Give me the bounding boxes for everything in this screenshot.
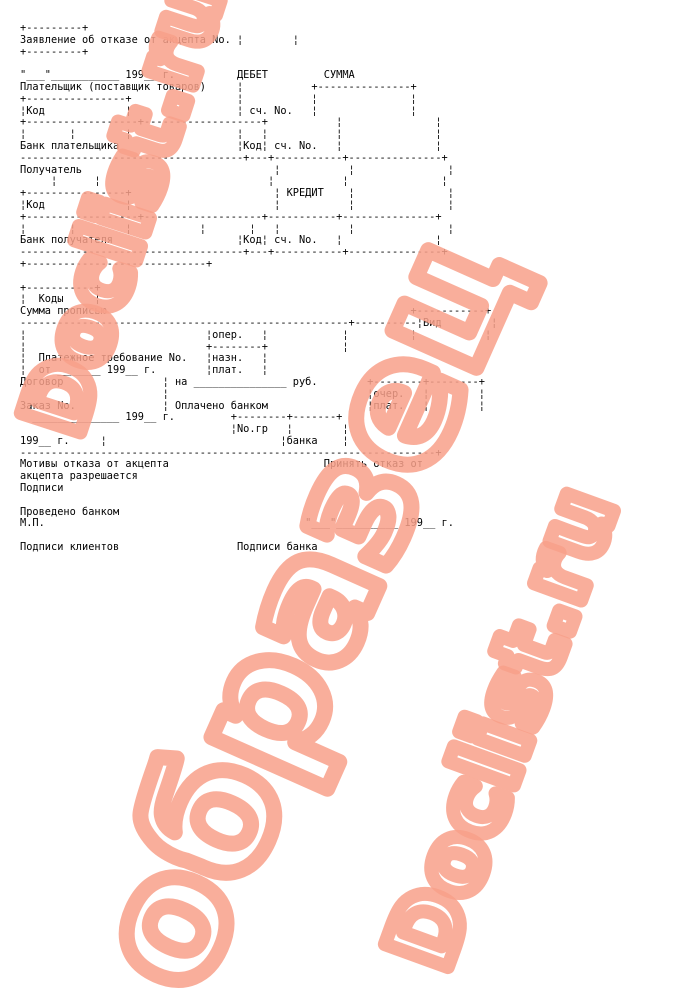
form-line: Заявление об отказе от акцепта No. ¦ ¦ xyxy=(20,33,299,46)
form-line: Мотивы отказа от акцепта Принять отказ о… xyxy=(20,458,423,471)
form-line: Сумма прописью +-----------+ xyxy=(20,305,492,318)
form-line: Получатель ¦ ¦ ¦ xyxy=(20,163,454,176)
form-line: Договор ¦ на _______________ руб. +-----… xyxy=(20,375,485,388)
form-line: +----------------+ ¦ ¦ ¦ xyxy=(20,92,417,105)
form-line: 199__ г. ¦ ¦банка ¦ xyxy=(20,434,349,447)
form-line: Плательщик (поставщик товаров) ¦ +------… xyxy=(20,80,417,93)
form-line: +-----------+ xyxy=(20,281,101,294)
form-line: Подписи xyxy=(20,482,64,495)
form-line: ----------------------------------------… xyxy=(20,316,498,329)
form-line: Банк получателя ¦Код¦ сч. No. ¦ ¦ xyxy=(20,234,442,247)
form-line: +---------+ xyxy=(20,22,89,34)
form-line: ¦ +--------+ ¦ xyxy=(20,340,349,353)
form-line: ¦ Платежное требование No. ¦назн. ¦ xyxy=(20,352,268,365)
form-line: Проведено банком xyxy=(20,505,120,518)
form-line: +---------+ xyxy=(20,45,89,58)
form-line: ----------------------------------------… xyxy=(20,446,442,459)
form-line: ¦ ¦ ¦ ¦ ¦ xyxy=(20,175,448,188)
form-line: +----------------+ ¦ КРЕДИТ ¦ ¦ xyxy=(20,187,454,200)
form-line: ------------------------------------+---… xyxy=(20,151,448,164)
form-line: ¦Код ¦ ¦ ¦ ¦ xyxy=(20,198,454,211)
form-line: +------------------+-------------------+… xyxy=(20,116,442,129)
form-line: "___"___________ 199__ г. ДЕБЕТ СУММА xyxy=(20,69,355,82)
form-line: ¦ ¦ ¦ ¦ ¦ ¦ ¦ xyxy=(20,128,442,141)
form-line: ¦ ¦ ¦ ¦ ¦ ¦ ¦ ¦ xyxy=(20,222,454,235)
form-line: ¦ ¦очер. ¦ ¦ xyxy=(20,387,485,400)
form-line: ______________ 199__ г. +--------+------… xyxy=(20,411,343,424)
form-line: акцепта разрешается xyxy=(20,470,138,483)
form-line: Подписи клиентов Подписи банка xyxy=(20,541,318,554)
form-line: ¦No.гр ¦ ¦ xyxy=(20,423,349,436)
form-line: +-----------------------------+ xyxy=(20,257,213,270)
form-line: ¦ Коды ¦ xyxy=(20,293,101,306)
form-line: Банк плательщика ¦Код¦ сч. No. ¦ ¦ xyxy=(20,139,442,152)
form-line: ¦ от _______ 199__ г. ¦плат. ¦ xyxy=(20,364,268,377)
form-line: ¦ ¦опер. ¦ ¦ ¦ ¦ xyxy=(20,328,492,341)
form-line: +------------------+-------------------+… xyxy=(20,210,442,223)
form-line: Заказ No. ¦ Оплачено банком ¦плат. ¦ ¦ xyxy=(20,399,485,412)
acceptance-refusal-form: +---------+ Заявление об отказе от акцеп… xyxy=(20,22,498,554)
form-line: М.П. "___"__________ 199__ г. xyxy=(20,517,454,530)
form-line: ------------------------------------+---… xyxy=(20,246,448,259)
form-line: ¦Код ¦ ¦ сч. No. ¦ ¦ xyxy=(20,104,417,117)
